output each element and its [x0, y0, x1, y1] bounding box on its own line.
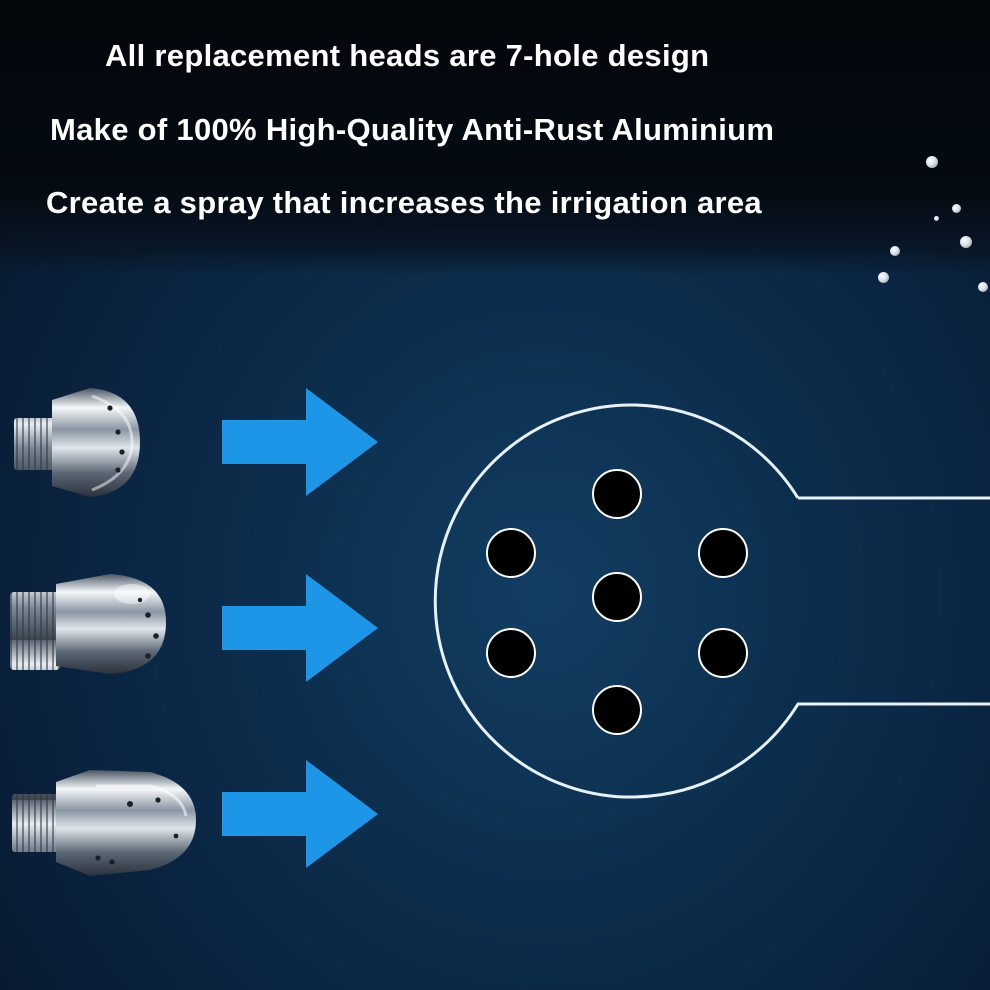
water-droplet — [878, 272, 889, 283]
right-arrow-icon — [222, 760, 378, 868]
spray-hole — [486, 628, 536, 678]
water-droplet — [890, 246, 900, 256]
spray-hole — [698, 528, 748, 578]
caption-material: Make of 100% High-Quality Anti-Rust Alum… — [50, 112, 775, 147]
spray-hole — [698, 628, 748, 678]
round-nozzle-icon — [14, 388, 140, 497]
water-droplet — [934, 216, 939, 221]
spray-hole — [592, 685, 642, 735]
caption-spray: Create a spray that increases the irriga… — [46, 185, 762, 220]
water-droplet — [952, 204, 961, 213]
bullet-nozzle-icon — [10, 574, 166, 674]
water-droplet — [978, 282, 988, 292]
spray-hole — [486, 528, 536, 578]
spray-hole — [592, 572, 642, 622]
caption-band — [0, 0, 990, 275]
right-arrow-icon — [222, 388, 378, 496]
shower-head-outline — [433, 403, 990, 799]
caption-seven-hole: All replacement heads are 7-hole design — [105, 38, 710, 73]
long-nozzle-icon — [12, 770, 196, 876]
water-droplet — [926, 156, 938, 168]
water-droplet — [960, 236, 972, 248]
spray-hole — [592, 469, 642, 519]
right-arrow-icon — [222, 574, 378, 682]
